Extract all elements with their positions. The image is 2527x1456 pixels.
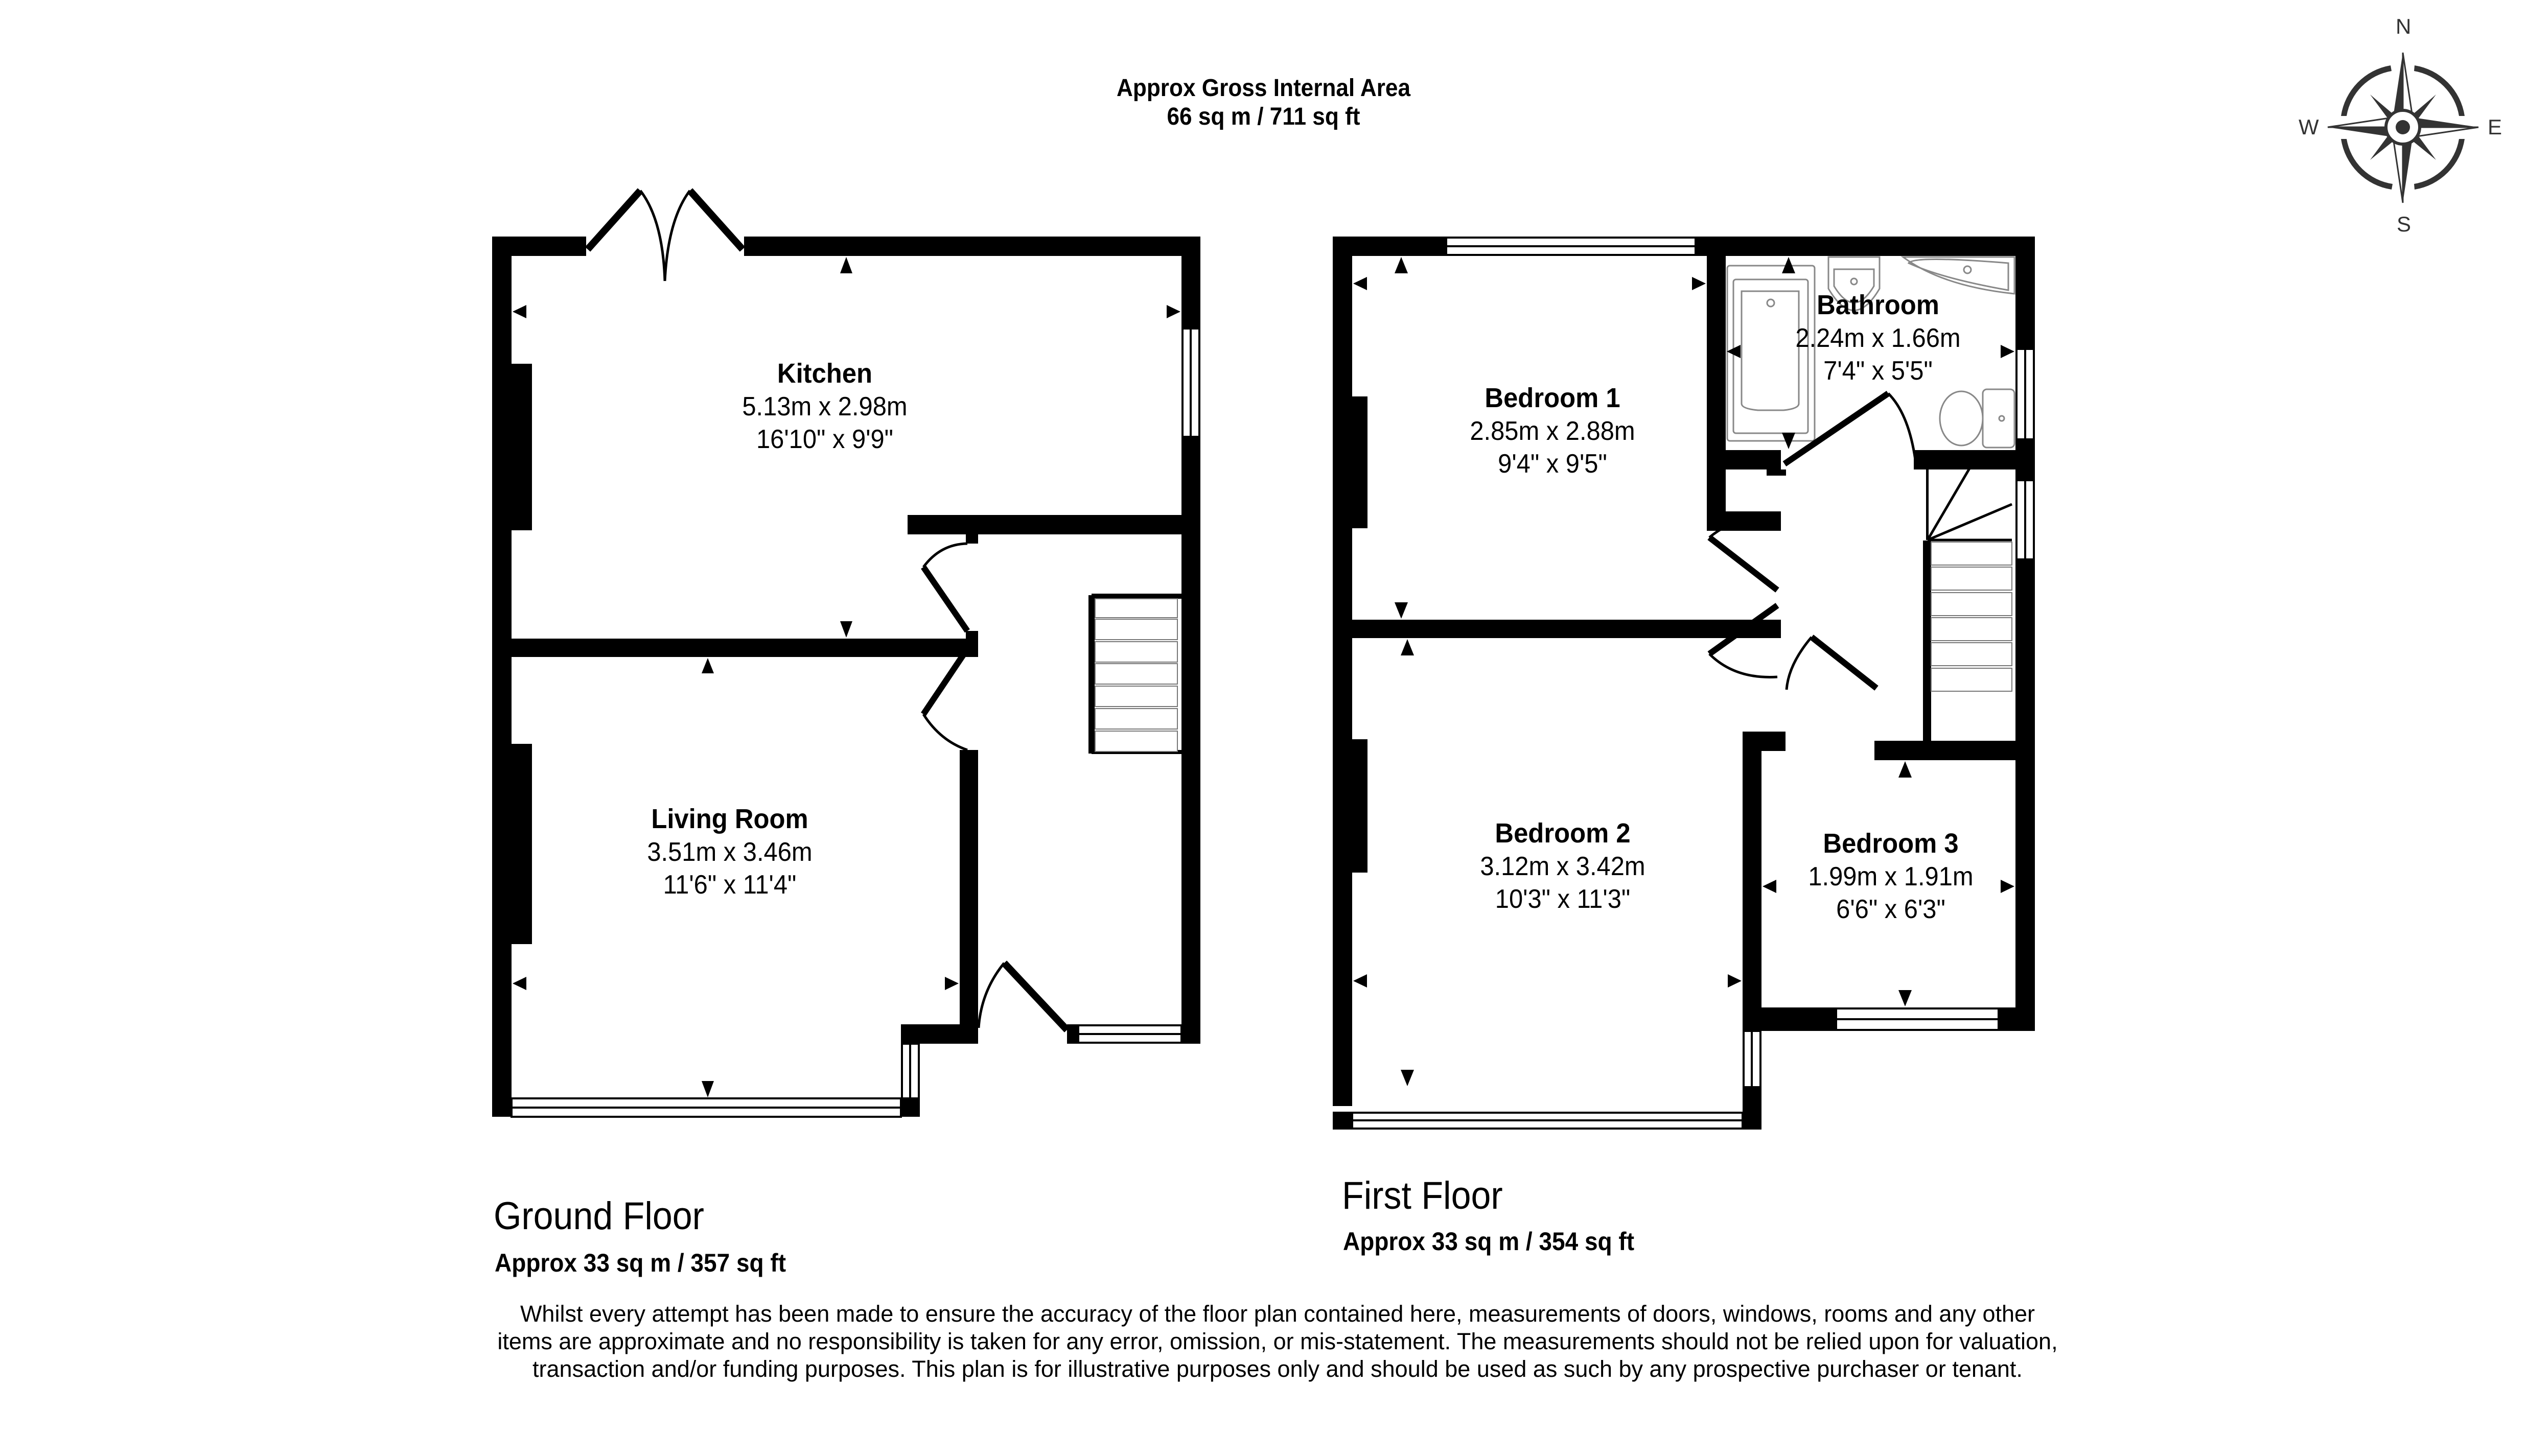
first-floor-title: First Floor [1342,1174,1503,1217]
room-dim-imperial: 7'4" x 5'5" [1823,356,1933,386]
room-name: Kitchen [777,358,873,389]
disclaimer-text: Whilst every attempt has been made to en… [497,1301,2058,1382]
room-label-bedroom-2: Bedroom 2 3.12m x 3.42m 10'3" x 11'3" [1480,816,1645,915]
room-name: Living Room [651,804,808,834]
room-name: Bedroom 1 [1485,383,1620,413]
room-label-kitchen: Kitchen 5.13m x 2.98m 16'10" x 9'9" [742,357,907,456]
room-dim-imperial: 9'4" x 9'5" [1498,449,1607,479]
ground-floor-title: Ground Floor [494,1194,704,1238]
gia-title: Approx Gross Internal Area [1116,75,1411,102]
gross-internal-area-header: Approx Gross Internal Area 66 sq m / 711… [0,74,2527,131]
bathroom-fixtures [1726,256,2015,449]
ground-floor-windows [511,327,1200,1118]
ground-floor-stairs [1088,594,1181,754]
room-label-living-room: Living Room 3.51m x 3.46m 11'6" x 11'4" [647,802,812,901]
room-dim-metric: 2.85m x 2.88m [1470,416,1635,446]
room-dim-imperial: 11'6" x 11'4" [663,870,797,900]
first-floor-area: Approx 33 sq m / 354 sq ft [1343,1227,1635,1256]
room-dim-metric: 5.13m x 2.98m [742,392,908,421]
room-name: Bedroom 2 [1495,818,1631,849]
ground-floor-plan [492,188,1200,1118]
room-dim-imperial: 16'10" x 9'9" [756,425,894,454]
compass-south-label: S [2397,212,2412,236]
room-dim-metric: 2.24m x 1.66m [1795,323,1961,353]
gia-total-area: 66 sq m / 711 sq ft [1167,103,1360,130]
ground-floor-doors [585,188,1070,1032]
first-floor-stairs [1926,467,2012,692]
shower-tray-icon [1900,256,2015,295]
room-label-bedroom-3: Bedroom 3 1.99m x 1.91m 6'6" x 6'3" [1808,827,1973,926]
room-dim-imperial: 6'6" x 6'3" [1836,895,1945,924]
room-name: Bedroom 3 [1823,828,1959,859]
room-label-bedroom-1: Bedroom 1 2.85m x 2.88m 9'4" x 9'5" [1470,381,1635,480]
room-dim-metric: 3.12m x 3.42m [1480,852,1645,881]
compass-east-label: E [2488,115,2502,139]
ground-floor-measure-arrows [513,257,1180,1097]
compass-rose-icon: N S E W [2289,10,2519,240]
first-floor-windows [1351,237,2035,1130]
room-name: Bathroom [1817,290,1939,320]
room-dim-metric: 1.99m x 1.91m [1808,862,1974,891]
bath-icon [1726,265,1816,442]
first-floor-measure-arrows [1353,257,2014,1086]
first-floor-doors [1707,391,1917,691]
compass-rose-graphic [2327,52,2479,203]
first-floor-plan [1333,237,2035,1130]
compass-west-label: W [2299,115,2319,139]
room-label-bathroom: Bathroom 2.24m x 1.66m 7'4" x 5'5" [1795,288,1960,387]
basin-icon [1827,256,1881,311]
compass-north-label: N [2396,14,2412,38]
toilet-icon [1939,388,2015,449]
room-dim-metric: 3.51m x 3.46m [647,837,813,867]
ground-floor-area: Approx 33 sq m / 357 sq ft [495,1249,786,1277]
room-dim-imperial: 10'3" x 11'3" [1495,884,1631,914]
